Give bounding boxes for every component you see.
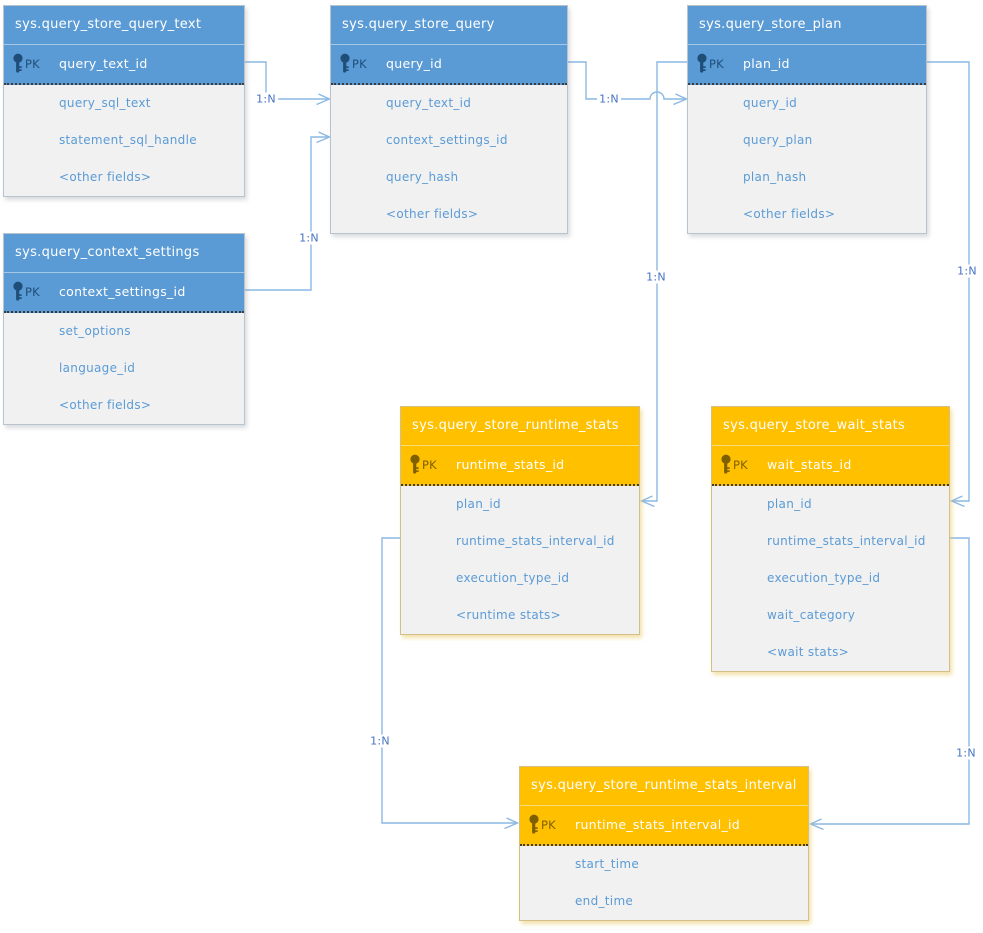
field-list: plan_id runtime_stats_interval_id executio… [712,486,949,671]
primary-key-icon [12,281,24,306]
table-title: sys.query_store_plan [688,6,926,44]
field-list: plan_id runtime_stats_interval_id executio… [401,486,639,634]
table-title: sys.query_store_runtime_stats_interval [520,767,808,805]
table-title: sys.query_store_query_text [4,6,244,44]
cardinality-label: 1:N [954,746,978,760]
table-title: sys.query_context_settings [4,234,244,272]
field-row: <other fields> [59,398,152,412]
table-query-store-query-text: sys.query_store_query_text PK query_text… [3,5,245,197]
table-title: sys.query_store_wait_stats [712,407,949,445]
primary-key-icon [12,53,24,78]
field-row: <runtime stats> [456,608,561,622]
table-title: sys.query_store_query [331,6,567,44]
pk-label: PK [709,57,724,71]
field-list: set_options language_id <other fields> [4,313,244,424]
field-row: set_options [59,324,131,338]
table-query-store-runtime-stats: sys.query_store_runtime_stats PK runtime… [400,406,640,635]
field-row: <other fields> [743,207,836,221]
field-row: plan_hash [743,170,807,184]
pk-field-name: runtime_stats_id [456,457,565,472]
field-row: context_settings_id [386,133,508,147]
cardinality-label: 1:N [368,734,392,748]
pk-label: PK [25,57,40,71]
pk-row: PK wait_stats_id [712,445,949,486]
field-row: plan_id [456,497,501,511]
field-row: runtime_stats_interval_id [767,534,926,548]
table-query-store-wait-stats: sys.query_store_wait_stats PK wait_stats… [711,406,950,672]
pk-field-name: query_text_id [59,56,148,71]
pk-label: PK [25,285,40,299]
pk-row: PK query_text_id [4,44,244,85]
cardinality-label: 1:N [297,231,321,245]
pk-row: PK context_settings_id [4,272,244,313]
cardinality-label: 1:N [644,270,668,284]
field-list: query_id query_plan plan_hash <other fields… [688,85,926,233]
connector-plan-to-runtimestats [639,61,687,508]
pk-field-name: query_id [386,56,443,71]
table-query-store-query: sys.query_store_query PK query_id query_… [330,5,568,234]
field-row: statement_sql_handle [59,133,197,147]
pk-label: PK [352,57,367,71]
pk-field-name: plan_id [743,56,790,71]
pk-row: PK runtime_stats_interval_id [520,805,808,846]
primary-key-icon [696,53,708,78]
field-list: query_text_id context_settings_id query_ha… [331,85,567,233]
table-query-store-plan: sys.query_store_plan PK plan_id query_id… [687,5,927,234]
field-row: query_text_id [386,96,472,110]
pk-label: PK [422,458,437,472]
field-list: start_time end_time [520,846,808,920]
field-row: language_id [59,361,136,375]
primary-key-icon [720,454,732,479]
pk-field-name: runtime_stats_interval_id [575,817,741,832]
connector-query-to-plan [568,61,689,106]
field-row: <other fields> [386,207,479,221]
connector-contextsettings-to-query [245,131,332,291]
field-row: runtime_stats_interval_id [456,534,615,548]
cardinality-label: 1:N [955,264,979,278]
field-row: plan_id [767,497,812,511]
field-row: start_time [575,857,640,871]
pk-field-name: wait_stats_id [767,457,852,472]
field-row: wait_category [767,608,856,622]
primary-key-icon [528,814,540,839]
pk-row: PK runtime_stats_id [401,445,639,486]
field-row: execution_type_id [456,571,570,585]
cardinality-label: 1:N [597,92,621,106]
field-row: end_time [575,894,634,908]
pk-row: PK plan_id [688,44,926,85]
pk-label: PK [733,458,748,472]
primary-key-icon [409,454,421,479]
field-row: query_hash [386,170,459,184]
pk-row: PK query_id [331,44,567,85]
field-row: <wait stats> [767,645,849,659]
table-title: sys.query_store_runtime_stats [401,407,639,445]
field-row: query_id [743,96,797,110]
field-list: query_sql_text statement_sql_handle <other… [4,85,244,196]
primary-key-icon [339,53,351,78]
pk-field-name: context_settings_id [59,284,186,299]
pk-label: PK [541,818,556,832]
field-row: execution_type_id [767,571,881,585]
field-row: query_sql_text [59,96,151,110]
table-query-context-settings: sys.query_context_settings PK context_se… [3,233,245,425]
table-query-store-runtime-stats-interval: sys.query_store_runtime_stats_interval P… [519,766,809,921]
field-row: <other fields> [59,170,152,184]
field-row: query_plan [743,133,813,147]
cardinality-label: 1:N [254,92,278,106]
